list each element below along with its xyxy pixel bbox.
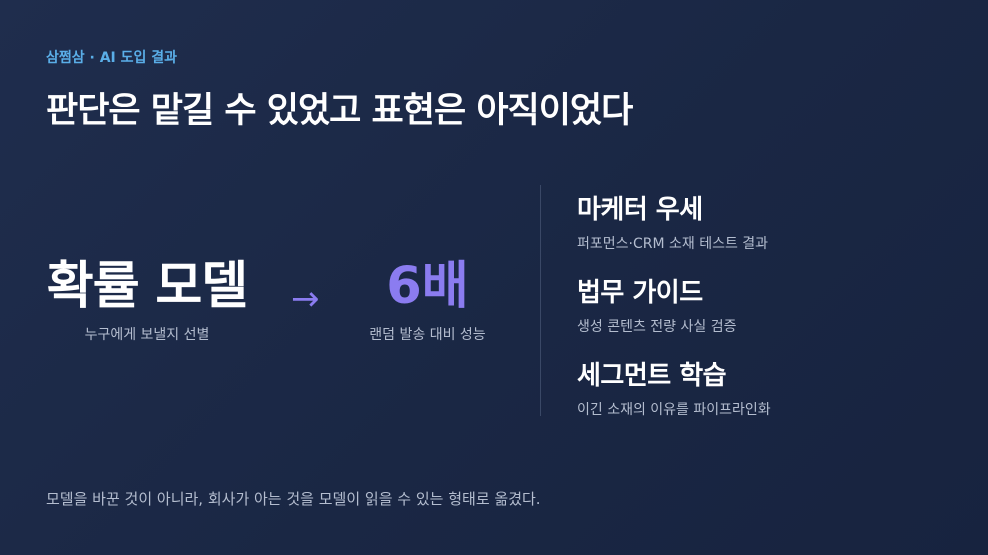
finding-title: 법무 가이드 (577, 278, 703, 308)
right-arrow-icon: → (291, 279, 320, 319)
footer-note: 모델을 바꾼 것이 아니라, 회사가 아는 것을 모델이 읽을 수 있는 형태로… (46, 490, 541, 508)
finding-desc: 이긴 소재의 이유를 파이프라인화 (577, 402, 771, 418)
eyebrow-label: 삼쩜삼 · AI 도입 결과 (46, 50, 178, 66)
finding-item-segment: 세그먼트 학습 이긴 소재의 이유를 파이프라인화 (577, 355, 771, 419)
vertical-divider (540, 185, 541, 416)
probability-model-block: 확률 모델 누구에게 보낼지 선별 (46, 252, 248, 344)
finding-desc: 생성 콘텐츠 전량 사실 검증 (577, 319, 737, 335)
finding-desc: 퍼포먼스·CRM 소재 테스트 결과 (577, 236, 769, 252)
finding-title: 세그먼트 학습 (577, 361, 727, 391)
finding-item-legal: 법무 가이드 생성 콘텐츠 전량 사실 검증 (577, 272, 736, 336)
slide-title: 판단은 맡길 수 있었고 표현은 아직이었다 (46, 91, 633, 131)
performance-value: 6배 (386, 257, 469, 316)
probability-model-term: 확률 모델 (46, 257, 248, 316)
performance-block: 6배 랜덤 발송 대비 성능 (350, 252, 505, 344)
finding-title: 마케터 우세 (577, 195, 703, 225)
probability-model-caption: 누구에게 보낼지 선별 (84, 327, 210, 343)
finding-item-marketer: 마케터 우세 퍼포먼스·CRM 소재 테스트 결과 (577, 189, 768, 253)
performance-caption: 랜덤 발송 대비 성능 (369, 327, 486, 343)
